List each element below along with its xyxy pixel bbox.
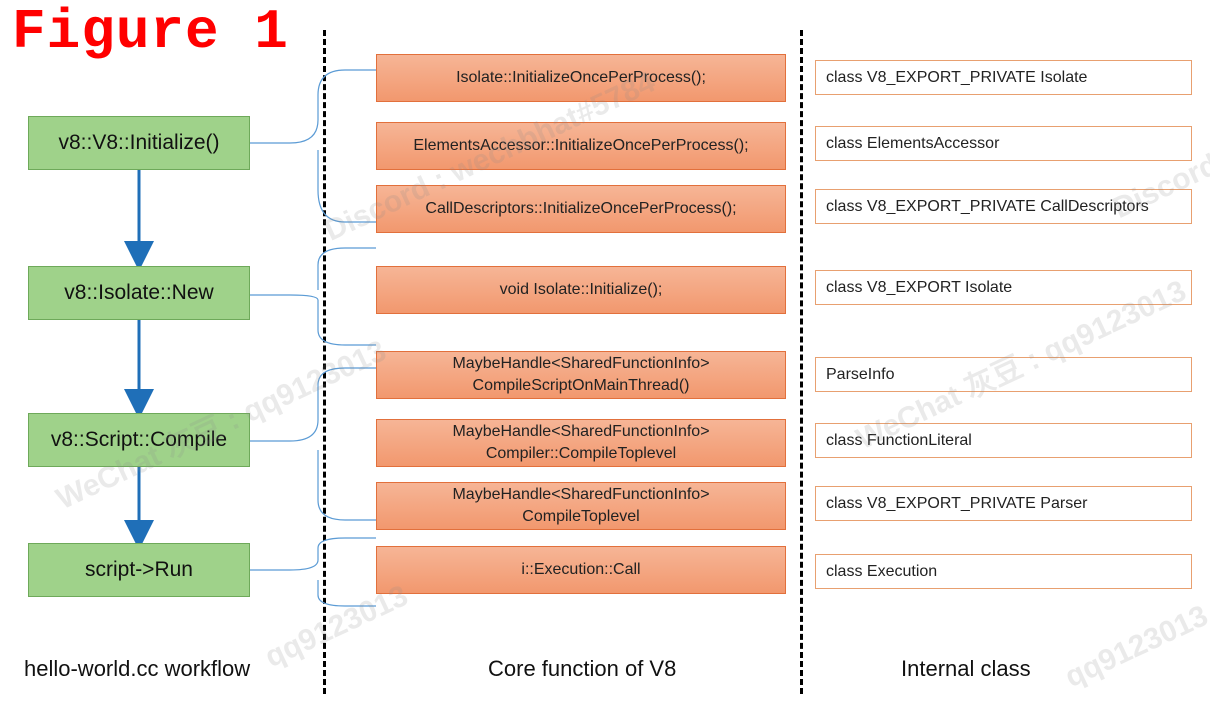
footer-workflow-label: hello-world.cc workflow bbox=[24, 656, 251, 681]
workflow-step-run: script->Run bbox=[28, 543, 250, 597]
core-function-box: Isolate::InitializeOncePerProcess(); bbox=[376, 54, 786, 102]
footer-core-label: Core function of V8 bbox=[488, 656, 677, 681]
internal-class-box: ParseInfo bbox=[815, 357, 1192, 392]
core-function-box: i::Execution::Call bbox=[376, 546, 786, 594]
internal-class-box: class V8_EXPORT_PRIVATE CallDescriptors bbox=[815, 189, 1192, 224]
internal-class-box: class FunctionLiteral bbox=[815, 423, 1192, 458]
core-function-box: void Isolate::Initialize(); bbox=[376, 266, 786, 314]
core-function-box: MaybeHandle<SharedFunctionInfo> CompileS… bbox=[376, 351, 786, 399]
column-divider-right bbox=[800, 30, 803, 694]
core-function-box: ElementsAccessor::InitializeOncePerProce… bbox=[376, 122, 786, 170]
core-function-box: MaybeHandle<SharedFunctionInfo> Compiler… bbox=[376, 419, 786, 467]
internal-class-box: class Execution bbox=[815, 554, 1192, 589]
brace-initialize bbox=[250, 69, 376, 223]
workflow-step-initialize: v8::V8::Initialize() bbox=[28, 116, 250, 170]
footer-class-label: Internal class bbox=[901, 656, 1031, 681]
brace-run bbox=[250, 537, 376, 607]
figure-title: Figure 1 bbox=[12, 0, 289, 64]
workflow-step-isolate-new: v8::Isolate::New bbox=[28, 266, 250, 320]
core-function-box: CallDescriptors::InitializeOncePerProces… bbox=[376, 185, 786, 233]
internal-class-box: class V8_EXPORT Isolate bbox=[815, 270, 1192, 305]
core-function-box: MaybeHandle<SharedFunctionInfo> CompileT… bbox=[376, 482, 786, 530]
internal-class-box: class V8_EXPORT_PRIVATE Isolate bbox=[815, 60, 1192, 95]
workflow-step-compile: v8::Script::Compile bbox=[28, 413, 250, 467]
internal-class-box: class V8_EXPORT_PRIVATE Parser bbox=[815, 486, 1192, 521]
column-divider-left bbox=[323, 30, 326, 694]
internal-class-box: class ElementsAccessor bbox=[815, 126, 1192, 161]
brace-compile bbox=[250, 367, 376, 521]
brace-isolate-new bbox=[250, 247, 376, 346]
